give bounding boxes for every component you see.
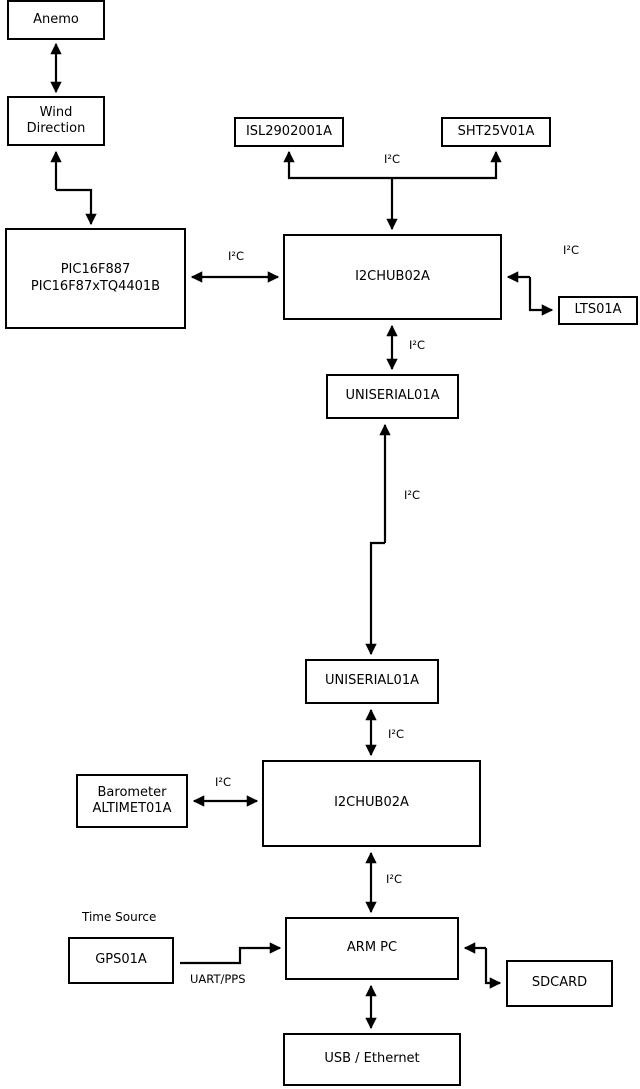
node-isl2902001a[interactable]: ISL2902001A — [234, 117, 344, 147]
node-sdcard[interactable]: SDCARD — [506, 960, 613, 1007]
node-anemo[interactable]: Anemo — [7, 0, 105, 40]
node-uniserial01a-bottom-label: UNISERIAL01A — [325, 673, 419, 689]
connector-hub-bus-sht — [392, 150, 502, 180]
edge-label-uart-pps: UART/PPS — [190, 972, 246, 986]
edge-label-i2c-barometer-hub: I²C — [215, 775, 232, 789]
connector-pic-wind-elbow — [56, 188, 97, 226]
connector-hub-lts-out — [528, 277, 554, 316]
node-i2chub02a-bottom-label: I2CHUB02A — [334, 795, 409, 811]
node-arm-pc-label: ARM PC — [346, 940, 398, 956]
node-sht25v01a[interactable]: SHT25V01A — [441, 117, 551, 147]
node-isl2902001a-label: ISL2902001A — [245, 123, 333, 139]
connector-gps-armpc — [180, 942, 282, 965]
node-uniserial01a-top-label: UNISERIAL01A — [345, 388, 440, 404]
edge-label-i2c-hub-sensors: I²C — [384, 152, 401, 166]
connector-hub-bus-isl — [283, 150, 392, 180]
node-uniserial01a-bottom[interactable]: UNISERIAL01A — [305, 659, 439, 704]
node-usb-ethernet-label: USB / Ethernet — [324, 1051, 420, 1067]
node-lts01a[interactable]: LTS01A — [558, 296, 638, 325]
edge-label-i2c-uniserial-hub: I²C — [388, 727, 405, 741]
node-gps01a[interactable]: GPS01A — [68, 937, 174, 984]
connector-uniserial-link-down — [365, 541, 385, 656]
edge-label-i2c-hub-uniserial: I²C — [409, 338, 426, 352]
node-uniserial01a-top[interactable]: UNISERIAL01A — [326, 374, 459, 419]
node-gps01a-label: GPS01A — [95, 952, 147, 968]
edge-label-i2c-uniserial-link: I²C — [404, 488, 421, 502]
node-i2chub02a-bottom[interactable]: I2CHUB02A — [262, 760, 481, 847]
node-usb-ethernet[interactable]: USB / Ethernet — [283, 1033, 461, 1086]
node-arm-pc[interactable]: ARM PC — [285, 917, 459, 980]
node-i2chub02a-top-label: I2CHUB02A — [355, 268, 430, 284]
edge-label-i2c-hub-lts: I²C — [563, 243, 580, 257]
node-sdcard-label: SDCARD — [531, 975, 588, 991]
edge-label-i2c-pic-hub: I²C — [228, 249, 245, 263]
node-sht25v01a-label: SHT25V01A — [457, 123, 535, 139]
edge-label-i2c-hub-armpc: I²C — [386, 872, 403, 886]
node-anemo-label: Anemo — [33, 11, 79, 27]
label-time-source: Time Source — [82, 910, 157, 924]
node-lts01a-label: LTS01A — [574, 302, 622, 318]
connector-armpc-sdcard-out — [484, 948, 502, 989]
node-i2chub02a-top[interactable]: I2CHUB02A — [283, 234, 502, 320]
